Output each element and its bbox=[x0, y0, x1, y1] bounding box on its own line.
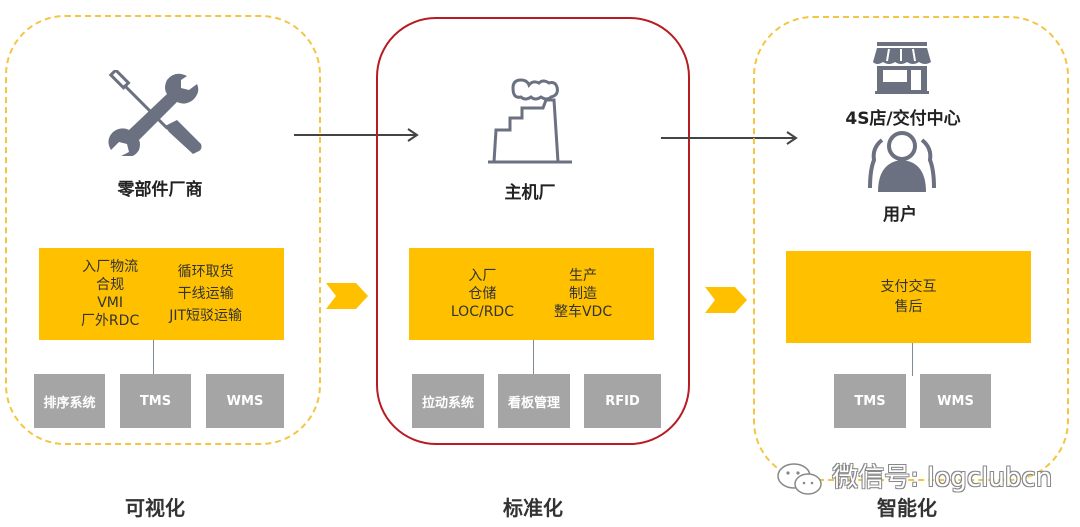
system-box: 排序系统 bbox=[34, 374, 105, 428]
system-box: 看板管理 bbox=[498, 374, 570, 428]
process-item: 厂外RDC bbox=[80, 313, 140, 329]
process-item: 支付交互 bbox=[880, 279, 937, 295]
actor-label-oem: 主机厂 bbox=[504, 183, 556, 203]
process-item: 仓储 bbox=[468, 286, 497, 302]
stage-title-oem: 标准化 bbox=[503, 496, 563, 520]
stage-title-supplier: 可视化 bbox=[125, 496, 185, 520]
actor-label-user: 用户 bbox=[883, 205, 917, 225]
system-box: TMS bbox=[120, 374, 191, 428]
wechat-icon bbox=[777, 462, 822, 495]
process-item: 入厂物流 bbox=[82, 259, 139, 275]
process-item: 制造 bbox=[569, 286, 598, 302]
stage-frame-oem bbox=[376, 17, 690, 445]
connector-line bbox=[533, 340, 534, 374]
actor-label-dealer: 4S店/交付中心 bbox=[845, 109, 961, 129]
connector-line bbox=[912, 343, 913, 376]
process-item: 售后 bbox=[894, 299, 923, 315]
process-item: 整车VDC bbox=[553, 304, 613, 320]
system-box: RFID bbox=[584, 374, 661, 428]
process-item: 生产 bbox=[569, 268, 598, 284]
process-box-oem: 入厂 仓储 LOC/RDC 生产 制造 整车VDC bbox=[409, 248, 654, 340]
process-item: LOC/RDC bbox=[450, 304, 514, 320]
actor-label-supplier: 零部件厂商 bbox=[117, 180, 203, 200]
process-item: 循环取货 bbox=[177, 264, 234, 280]
process-column: 循环取货 干线运输 JIT短驳运输 bbox=[169, 261, 242, 327]
process-column: 生产 制造 整车VDC bbox=[554, 267, 612, 321]
connector-line bbox=[153, 340, 154, 374]
system-box: WMS bbox=[920, 374, 991, 428]
factory-icon bbox=[488, 78, 572, 164]
stage-frame-supplier bbox=[5, 15, 321, 445]
watermark: 微信号: logclubcn bbox=[776, 457, 1052, 496]
system-box: 拉动系统 bbox=[412, 374, 484, 428]
chevron-right-icon bbox=[705, 287, 747, 313]
process-item: JIT短驳运输 bbox=[169, 308, 243, 324]
process-column: 入厂物流 合规 VMI 厂外RDC bbox=[81, 258, 139, 330]
process-item: 干线运输 bbox=[177, 286, 234, 302]
flow-arrow bbox=[661, 131, 798, 145]
process-box-supplier: 入厂物流 合规 VMI 厂外RDC 循环取货 干线运输 JIT短驳运输 bbox=[39, 248, 284, 340]
store-icon bbox=[873, 42, 931, 94]
stage-frame-dealer bbox=[753, 16, 1069, 481]
stage-title-dealer: 智能化 bbox=[877, 496, 937, 520]
process-item: 合规 bbox=[96, 277, 125, 293]
process-box-dealer: 支付交互 售后 bbox=[786, 251, 1031, 343]
tools-icon bbox=[108, 70, 202, 156]
process-column: 支付交互 售后 bbox=[881, 277, 937, 317]
system-box: TMS bbox=[834, 374, 906, 428]
flow-arrow bbox=[294, 128, 419, 142]
watermark-text: 微信号: logclubcn bbox=[832, 463, 1053, 493]
process-item: 入厂 bbox=[468, 268, 497, 284]
process-item: VMI bbox=[97, 295, 123, 311]
process-column: 入厂 仓储 LOC/RDC bbox=[451, 267, 514, 321]
chevron-right-icon bbox=[326, 283, 368, 309]
users-icon bbox=[868, 131, 936, 192]
system-box: WMS bbox=[206, 374, 284, 428]
